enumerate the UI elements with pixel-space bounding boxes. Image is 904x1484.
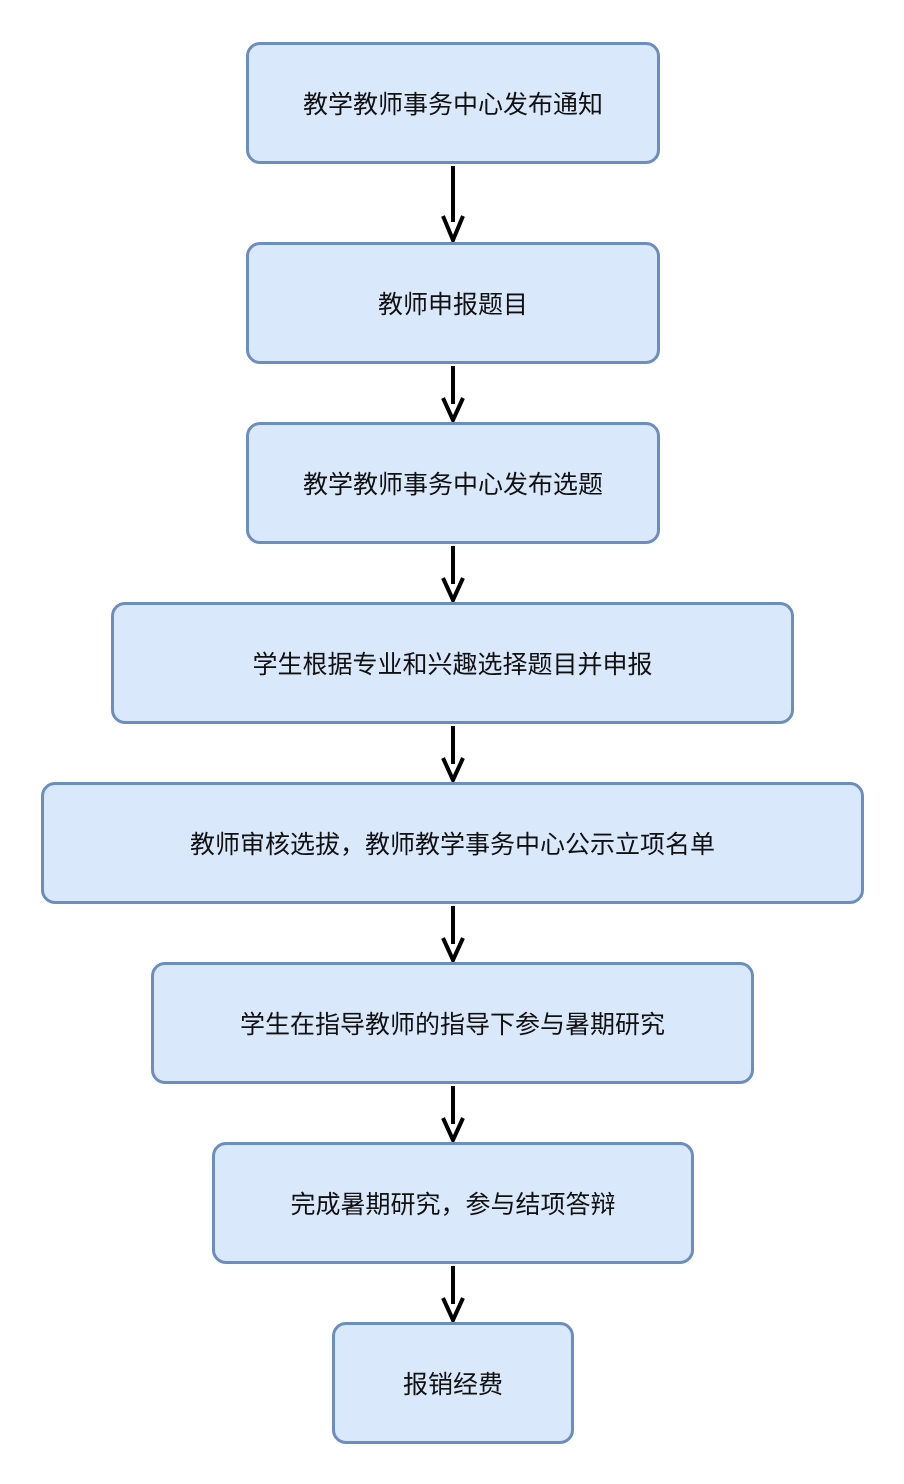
step-label: 学生在指导教师的指导下参与暑期研究 xyxy=(239,1010,665,1039)
step-student-select-topic: 学生根据专业和兴趣选择题目并申报 xyxy=(111,602,794,724)
step-label: 完成暑期研究，参与结项答辩 xyxy=(290,1190,616,1219)
step-final-defense: 完成暑期研究，参与结项答辩 xyxy=(212,1142,694,1264)
arrow-3-4 xyxy=(441,546,465,605)
arrow-4-5 xyxy=(441,726,465,785)
step-label: 教师申报题目 xyxy=(377,290,528,319)
step-reimbursement: 报销经费 xyxy=(332,1322,574,1444)
arrow-1-2 xyxy=(441,166,465,246)
step-summer-research: 学生在指导教师的指导下参与暑期研究 xyxy=(151,962,754,1084)
step-label: 教学教师事务中心发布选题 xyxy=(302,470,603,499)
arrow-6-7 xyxy=(441,1086,465,1145)
arrow-2-3 xyxy=(441,366,465,425)
step-publish-topics: 教学教师事务中心发布选题 xyxy=(246,422,660,544)
step-label: 教师审核选拔，教师教学事务中心公示立项名单 xyxy=(189,830,715,859)
step-label: 教学教师事务中心发布通知 xyxy=(302,90,603,119)
step-teacher-submit-topics: 教师申报题目 xyxy=(246,242,660,364)
arrow-5-6 xyxy=(441,906,465,965)
step-label: 学生根据专业和兴趣选择题目并申报 xyxy=(252,650,653,679)
arrow-7-8 xyxy=(441,1266,465,1325)
step-label: 报销经费 xyxy=(402,1370,503,1399)
step-publish-notice: 教学教师事务中心发布通知 xyxy=(246,42,660,164)
step-review-and-announce: 教师审核选拔，教师教学事务中心公示立项名单 xyxy=(41,782,864,904)
